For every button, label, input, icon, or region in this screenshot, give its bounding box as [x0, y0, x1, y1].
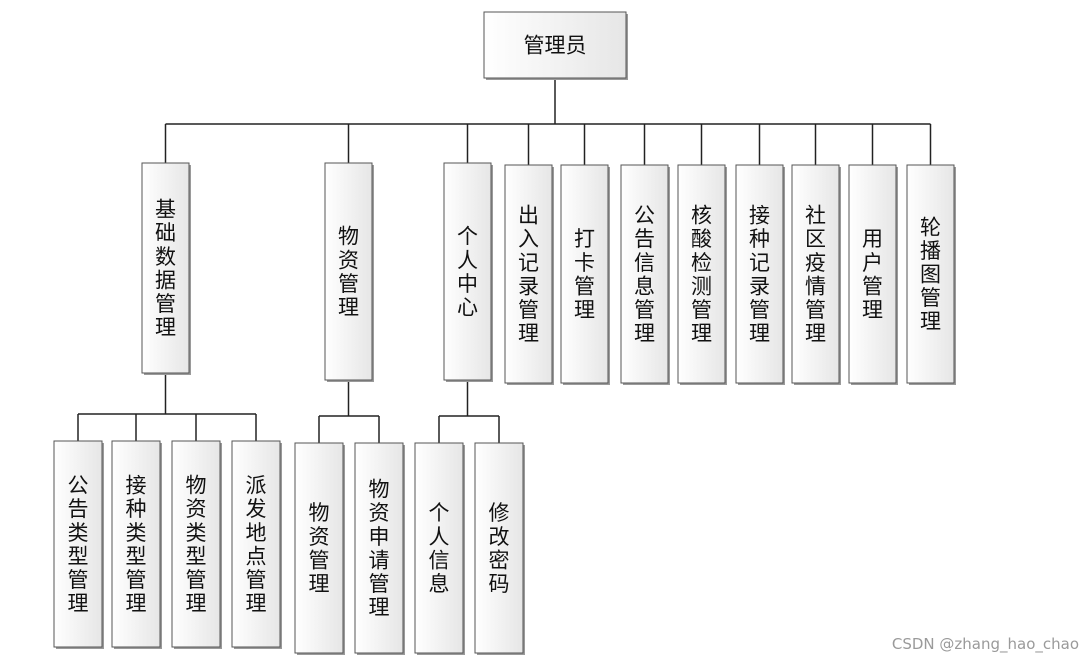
node-box — [111, 440, 161, 648]
node-label: 用户管理 — [862, 227, 883, 322]
node-box — [735, 164, 784, 384]
node-vaccination-records: 接种记录管理 — [735, 164, 785, 385]
watermark: CSDN @zhang_hao_chao — [891, 635, 1079, 653]
node-checkin: 打卡管理 — [560, 164, 610, 385]
node-box — [620, 164, 669, 384]
node-box — [231, 440, 281, 648]
node-personal: 个人中心 — [443, 162, 493, 382]
node-box — [906, 164, 955, 384]
node-label: 社区疫情管理 — [805, 204, 826, 346]
node-nucleic-test: 核酸检测管理 — [677, 164, 727, 385]
node-label: 管理员 — [524, 34, 587, 58]
node-change-password: 修改密码 — [474, 442, 525, 655]
node-materials-mgmt: 物资管理 — [294, 442, 345, 655]
node-materials: 物资管理 — [324, 162, 374, 382]
node-label: 接种类型管理 — [126, 474, 147, 616]
node-admin: 管理员 — [483, 11, 628, 80]
node-vaccine-types: 接种类型管理 — [111, 440, 162, 649]
node-distribution-points: 派发地点管理 — [231, 440, 282, 649]
node-base-data: 基础数据管理 — [141, 162, 191, 375]
node-box — [324, 162, 373, 381]
node-box — [354, 442, 404, 654]
node-carousel: 轮播图管理 — [906, 164, 956, 385]
node-box — [53, 440, 103, 648]
node-label: 公告类型管理 — [68, 474, 89, 616]
node-label: 物资类型管理 — [186, 474, 207, 616]
node-label: 物资管理 — [309, 501, 330, 596]
node-box — [483, 11, 627, 79]
node-box — [848, 164, 897, 384]
node-label: 核酸检测管理 — [691, 204, 712, 346]
node-box — [171, 440, 221, 648]
node-box — [560, 164, 609, 384]
node-box — [504, 164, 553, 384]
node-announcement-types: 公告类型管理 — [53, 440, 104, 649]
node-box — [294, 442, 344, 654]
node-box — [141, 162, 190, 374]
node-users: 用户管理 — [848, 164, 898, 385]
node-label: 基础数据管理 — [155, 198, 176, 340]
node-material-requests: 物资申请管理 — [354, 442, 405, 655]
node-box — [677, 164, 726, 384]
node-personal-info: 个人信息 — [414, 442, 465, 655]
node-label: 接种记录管理 — [749, 204, 770, 346]
node-label: 个人中心 — [457, 225, 478, 320]
node-box — [443, 162, 492, 381]
node-label: 物资申请管理 — [369, 478, 390, 620]
node-announcements: 公告信息管理 — [620, 164, 670, 385]
node-material-types: 物资类型管理 — [171, 440, 222, 649]
node-label: 个人信息 — [429, 501, 450, 596]
node-boxes: 管理员基础数据管理物资管理个人中心出入记录管理打卡管理公告信息管理核酸检测管理接… — [53, 11, 956, 655]
node-label: 派发地点管理 — [246, 474, 267, 616]
node-box — [791, 164, 840, 384]
node-box — [414, 442, 464, 654]
node-label: 修改密码 — [489, 501, 510, 596]
node-access-records: 出入记录管理 — [504, 164, 554, 385]
node-label: 打卡管理 — [574, 227, 595, 322]
node-label: 轮播图管理 — [920, 215, 941, 333]
node-box — [474, 442, 524, 654]
node-label: 公告信息管理 — [634, 204, 655, 346]
node-label: 出入记录管理 — [518, 204, 539, 346]
connector-lines — [77, 78, 932, 443]
node-label: 物资管理 — [338, 225, 359, 320]
node-epidemic: 社区疫情管理 — [791, 164, 841, 385]
